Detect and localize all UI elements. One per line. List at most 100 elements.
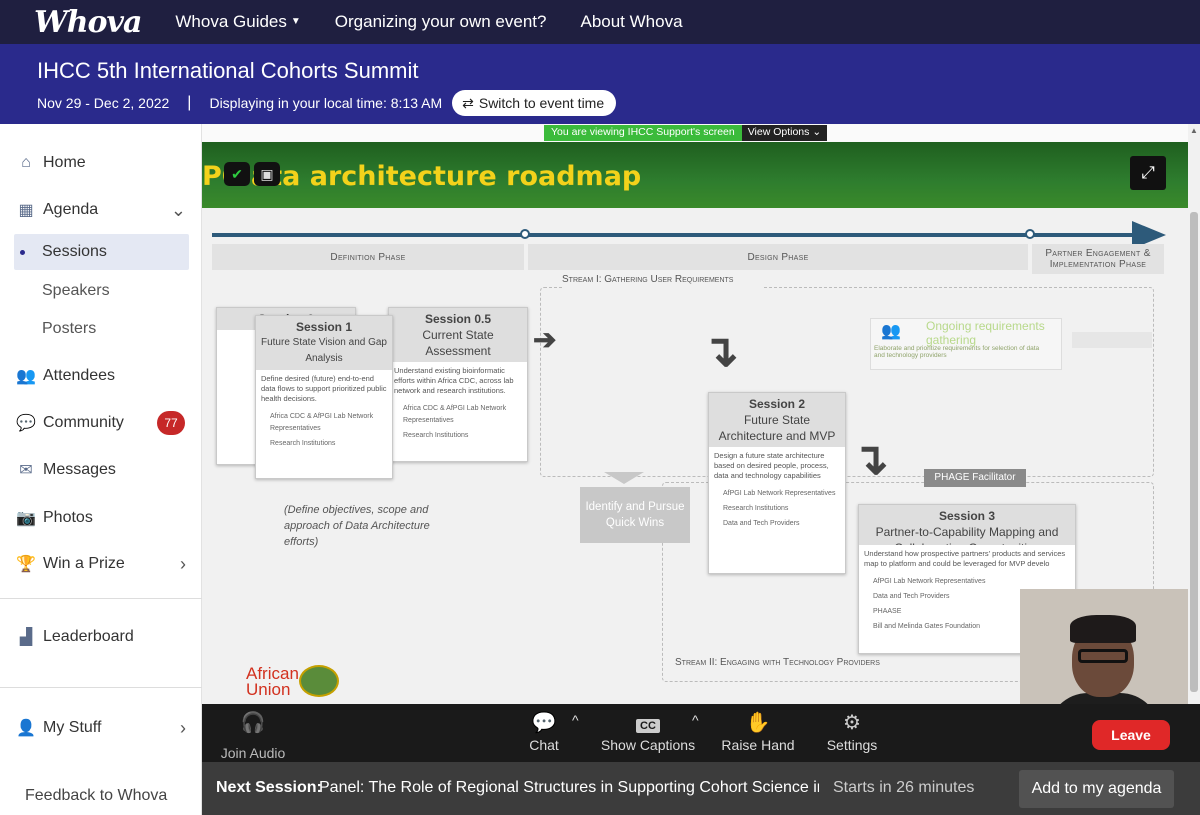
people-icon: 👥 xyxy=(881,323,901,340)
sidebar-item-community[interactable]: 💬Community 77 xyxy=(0,405,202,441)
feedback-link[interactable]: Feedback to Whova xyxy=(25,787,168,804)
scrollbar[interactable]: ▲ xyxy=(1188,124,1200,704)
sidebar-item-photos[interactable]: 📷Photos xyxy=(16,509,93,527)
next-session-title[interactable]: Panel: The Role of Regional Structures i… xyxy=(319,779,819,796)
user-icon: 👤 xyxy=(16,720,36,737)
chat-icon: 💬 xyxy=(531,712,557,734)
bar-chart-icon: ▟ xyxy=(19,629,33,646)
sidebar-item-leaderboard[interactable]: ▟Leaderboard xyxy=(0,619,202,655)
home-icon: ⌂ xyxy=(21,154,31,171)
sidebar-item-speakers[interactable]: Speakers xyxy=(42,282,110,299)
chevron-right-icon: › xyxy=(180,717,186,738)
sidebar-item-my-stuff[interactable]: 👤My Stuff › xyxy=(16,717,186,738)
chat-options-caret[interactable]: ^ xyxy=(572,712,579,728)
session05-bullet: Research Institutions xyxy=(403,432,469,439)
definition-note: (Define objectives, scope and approach o… xyxy=(284,504,430,548)
nav-about[interactable]: About Whova xyxy=(580,12,683,31)
gear-icon: ⚙ xyxy=(843,712,861,734)
add-to-agenda-button[interactable]: Add to my agenda xyxy=(1019,770,1174,808)
session1-bullet: Africa CDC & AfPGI Lab Network Represent… xyxy=(270,413,374,432)
envelope-icon: ✉ xyxy=(19,462,33,479)
captions-options-caret[interactable]: ^ xyxy=(692,712,699,728)
people-icon: 👥 xyxy=(16,368,36,385)
session3-bullet: Data and Tech Providers xyxy=(873,593,950,600)
viewing-text: You are viewing IHCC Support's screen xyxy=(544,125,742,141)
active-dot xyxy=(20,249,25,255)
ongoing-box: Ongoing requirements gathering Elaborate… xyxy=(870,318,1062,370)
chevron-right-icon: › xyxy=(180,553,186,574)
session2-bullet: Research Institutions xyxy=(723,505,789,512)
top-nav: Whova Whova Guides▼ Organizing your own … xyxy=(0,0,1200,44)
hand-icon: ✋ xyxy=(745,712,771,734)
nav-whova-guides[interactable]: Whova Guides▼ xyxy=(175,12,301,31)
down-arrow xyxy=(604,472,644,484)
session05-body: Understand existing bioinformatic effort… xyxy=(394,366,514,395)
phase-definition: Definition Phase xyxy=(212,244,524,270)
curved-arrow-icon: ↴ xyxy=(702,327,739,376)
next-session-label: Next Session: xyxy=(216,779,322,796)
person-hair xyxy=(1070,615,1136,643)
shield-check-icon[interactable]: ✔ xyxy=(224,162,250,186)
sidebar: ⌂Home ▦Agenda ⌄ Sessions Speakers Poster… xyxy=(0,124,202,815)
local-time: Displaying in your local time: 8:13 AM xyxy=(209,95,443,111)
viewing-banner: You are viewing IHCC Support's screen Vi… xyxy=(544,125,828,141)
faded-arrow xyxy=(1072,332,1152,348)
community-badge: 77 xyxy=(157,411,185,435)
headphones-icon: 🎧 xyxy=(240,712,266,734)
arrow-right-icon: ➔ xyxy=(533,324,557,355)
african-union-logo: African Union xyxy=(246,664,299,699)
session3-bullet: Bill and Melinda Gates Foundation xyxy=(873,623,981,630)
view-options-button[interactable]: View Options ⌄ xyxy=(741,125,828,141)
sidebar-item-home[interactable]: ⌂Home xyxy=(0,145,202,181)
sidebar-item-win-prize[interactable]: 🏆Win a Prize › xyxy=(16,553,186,574)
camera-icon: 📷 xyxy=(16,510,36,527)
phase-facilitator-box: PHAGE Facilitator xyxy=(924,469,1026,487)
cc-icon: CC xyxy=(636,719,660,733)
fullscreen-icon[interactable]: ⤢ xyxy=(1130,156,1166,190)
sidebar-item-attendees[interactable]: 👥Attendees xyxy=(16,367,116,385)
person-glasses xyxy=(1078,649,1128,663)
switch-event-time-button[interactable]: ⇄ Switch to event time xyxy=(452,90,617,116)
scroll-up-icon[interactable]: ▲ xyxy=(1190,126,1198,135)
stream2-box xyxy=(662,482,1154,682)
ongoing-body: Elaborate and prioritize requirements fo… xyxy=(874,345,1040,359)
event-meta: Nov 29 - Dec 2, 2022 | Displaying in you… xyxy=(37,90,617,116)
sidebar-item-agenda[interactable]: ▦Agenda ⌄ xyxy=(0,192,202,228)
whova-logo[interactable]: Whova xyxy=(34,4,142,40)
session1-bullet: Research Institutions xyxy=(270,440,336,447)
slide-header: PC ata architecture roadmap ✔ ▣ ⤢ xyxy=(202,142,1188,208)
phase-design: Design Phase xyxy=(528,244,1028,270)
sidebar-item-messages[interactable]: ✉Messages xyxy=(0,452,202,488)
session2-bullet: AfPGI Lab Network Representatives xyxy=(723,490,836,497)
scrollbar-thumb[interactable] xyxy=(1190,212,1198,692)
session05-bullet: Africa CDC & AfPGI Lab Network Represent… xyxy=(403,405,507,424)
sidebar-item-sessions[interactable]: Sessions xyxy=(14,234,189,270)
settings-button[interactable]: ⚙ Settings xyxy=(822,712,882,753)
chat-button[interactable]: 💬 Chat xyxy=(524,712,564,753)
session3-bullet: PHAASE xyxy=(873,608,902,615)
show-captions-button[interactable]: CC Show Captions xyxy=(600,719,696,753)
session3-body: Understand how prospective partners' pro… xyxy=(864,549,1066,568)
raise-hand-button[interactable]: ✋ Raise Hand xyxy=(721,712,795,753)
quick-wins-box: Identify and Pursue Quick Wins xyxy=(580,487,690,543)
separator: | xyxy=(187,94,192,111)
session3-bullet: AfPGI Lab Network Representatives xyxy=(873,578,986,585)
grid-view-icon[interactable]: ▣ xyxy=(254,162,280,186)
nav-organizing[interactable]: Organizing your own event? xyxy=(334,12,547,31)
stream2-label: Stream II: Engaging with Technology Prov… xyxy=(675,655,895,671)
african-union-emblem xyxy=(299,665,339,697)
chevron-down-icon: ⌄ xyxy=(170,199,186,220)
sidebar-item-posters[interactable]: Posters xyxy=(42,320,97,337)
join-audio-button[interactable]: 🎧 Join Audio xyxy=(220,712,286,761)
calendar-icon: ▦ xyxy=(18,202,34,219)
session2-body: Design a future state architecture based… xyxy=(714,451,829,480)
speaker-webcam[interactable] xyxy=(1020,589,1188,704)
leave-button[interactable]: Leave xyxy=(1092,720,1170,750)
timeline-dot xyxy=(1025,229,1035,239)
